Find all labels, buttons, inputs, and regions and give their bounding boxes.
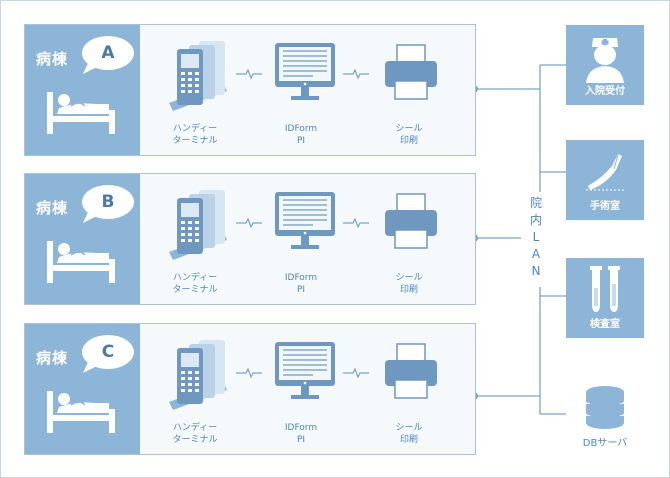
destination-label: 手術室 — [590, 201, 620, 212]
printer-icon — [385, 193, 437, 249]
signal-connector — [343, 368, 369, 378]
caption-line: シール — [395, 124, 423, 134]
seal-printer — [371, 43, 451, 103]
terminal-caption: ハンディーターミナル — [155, 422, 235, 446]
signal-connector — [236, 218, 262, 228]
ward-panel-a: 病棟 A — [24, 24, 476, 156]
idform-pc — [265, 41, 345, 107]
ward-panel-c: 病棟 C — [24, 323, 476, 455]
lan-char: A — [531, 247, 541, 261]
terminal-caption: ハンディーターミナル — [155, 272, 235, 296]
monitor-icon — [275, 192, 335, 249]
ward-letter: A — [101, 43, 115, 63]
caption-line: IDForm — [284, 273, 318, 283]
printer-icon — [385, 343, 437, 399]
bed-patient-icon — [47, 241, 115, 283]
ward-title: 病棟 — [36, 50, 69, 68]
destination-surgery: 手術室 — [566, 140, 644, 220]
test-tubes-icon — [590, 266, 620, 312]
idform-pc — [265, 190, 345, 256]
lan-label: 院 内 L A N — [528, 195, 544, 280]
caption-line: 印刷 — [399, 285, 418, 295]
scalpel-icon — [586, 154, 624, 191]
speech-bubble-icon — [82, 185, 134, 223]
handheld-terminal-icon — [169, 340, 227, 410]
ward-title: 病棟 — [36, 199, 69, 217]
ward-side: 病棟 C — [25, 324, 140, 454]
idform-pc — [265, 340, 345, 406]
lan-char: 院 — [529, 196, 542, 210]
terminal-caption: ハンディーターミナル — [155, 123, 235, 147]
caption-line: シール — [395, 423, 423, 433]
seal-printer — [371, 192, 451, 252]
caption-line: PI — [296, 136, 306, 146]
caption-line: 印刷 — [399, 435, 418, 445]
db-server-label: DBサーバ — [582, 438, 628, 449]
caption-line: シール — [395, 273, 423, 283]
ward-side: 病棟 B — [25, 174, 140, 304]
speech-bubble-icon — [82, 36, 134, 74]
signal-connector — [343, 218, 369, 228]
signal-connector — [236, 69, 262, 79]
monitor-icon — [275, 342, 335, 399]
ward-side: 病棟 A — [25, 25, 140, 155]
destination-admission: 入院受付 — [566, 25, 644, 105]
handheld-terminal-icon — [169, 190, 227, 260]
bed-patient-icon — [47, 391, 115, 433]
ward-panel-b: 病棟 B — [24, 173, 476, 305]
lan-char: L — [532, 230, 540, 244]
lan-char: N — [531, 264, 541, 278]
caption-line: PI — [296, 285, 306, 295]
caption-line: ハンディー — [172, 423, 218, 433]
printer-caption: シール印刷 — [369, 123, 449, 147]
handy-terminal — [160, 188, 240, 264]
handy-terminal — [160, 39, 240, 115]
monitor-icon — [275, 43, 335, 100]
caption-line: PI — [296, 435, 306, 445]
ward-letter: B — [101, 192, 115, 212]
caption-line: IDForm — [284, 423, 318, 433]
nurse-icon — [586, 38, 624, 83]
database-icon — [585, 386, 625, 429]
destination-label: 入院受付 — [585, 86, 625, 97]
ward-letter: C — [101, 342, 115, 362]
bed-patient-icon — [47, 92, 115, 134]
ward-title: 病棟 — [36, 349, 69, 367]
caption-line: 印刷 — [399, 136, 418, 146]
destination-label: 検査室 — [590, 319, 620, 330]
caption-line: ターミナル — [172, 435, 218, 445]
speech-bubble-icon — [82, 335, 134, 373]
caption-line: ターミナル — [172, 285, 218, 295]
caption-line: IDForm — [284, 124, 318, 134]
seal-printer — [371, 342, 451, 402]
caption-line: ハンディー — [172, 273, 218, 283]
lan-char: 内 — [529, 213, 542, 227]
destination-lab: 検査室 — [566, 258, 644, 338]
handheld-terminal-icon — [169, 41, 227, 111]
signal-connector — [236, 368, 262, 378]
handy-terminal — [160, 338, 240, 414]
printer-icon — [385, 44, 437, 100]
signal-connector — [343, 69, 369, 79]
caption-line: ハンディー — [172, 124, 218, 134]
printer-caption: シール印刷 — [369, 422, 449, 446]
caption-line: ターミナル — [172, 136, 218, 146]
printer-caption: シール印刷 — [369, 272, 449, 296]
